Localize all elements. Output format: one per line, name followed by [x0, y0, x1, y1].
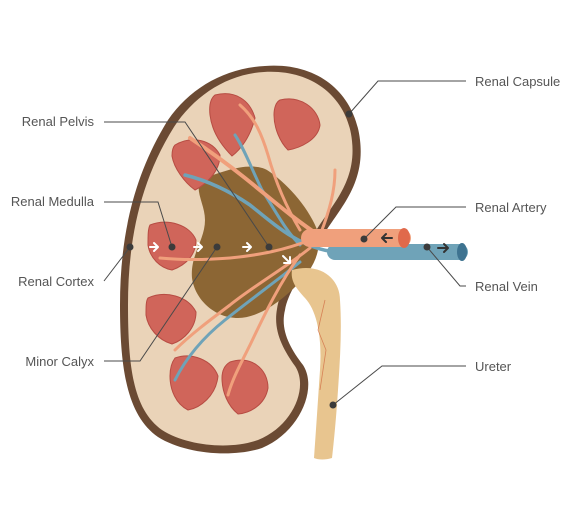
- leader-minor-calyx: [104, 246, 218, 362]
- dot-ureter: [329, 401, 337, 409]
- leader-ureter: [332, 365, 466, 406]
- ureter-shape: [291, 268, 341, 460]
- dot-minor-calyx: [213, 243, 221, 251]
- leader-renal-pelvis: [104, 121, 270, 248]
- label-renal-cortex: Renal Cortex: [18, 274, 94, 289]
- dot-renal-pelvis: [265, 243, 273, 251]
- leader-renal-artery: [363, 206, 466, 240]
- label-renal-artery: Renal Artery: [475, 200, 547, 215]
- dot-renal-medulla: [168, 243, 176, 251]
- leader-lines: [103, 80, 466, 406]
- leader-renal-medulla: [104, 201, 173, 248]
- ureter-highlight: [317, 299, 327, 391]
- flow-arrows: [149, 242, 291, 264]
- dot-renal-capsule: [345, 110, 353, 118]
- dot-renal-vein: [423, 243, 431, 251]
- label-ureter: Ureter: [475, 359, 512, 374]
- dot-renal-artery: [360, 235, 368, 243]
- leader-dots: [126, 110, 431, 409]
- label-renal-medulla: Renal Medulla: [11, 194, 95, 209]
- label-renal-vein: Renal Vein: [475, 279, 538, 294]
- renal-vein-opening: [457, 243, 467, 261]
- vessel-arrows: [381, 233, 449, 253]
- dot-renal-cortex: [126, 243, 134, 251]
- leader-renal-capsule: [348, 80, 466, 115]
- label-renal-capsule: Renal Capsule: [475, 74, 560, 89]
- label-renal-pelvis: Renal Pelvis: [22, 114, 95, 129]
- renal-artery-opening: [398, 228, 410, 248]
- leader-renal-vein: [426, 246, 466, 287]
- renal-medulla-pyramids: [145, 93, 321, 415]
- label-minor-calyx: Minor Calyx: [25, 354, 94, 369]
- leader-renal-cortex: [103, 246, 131, 282]
